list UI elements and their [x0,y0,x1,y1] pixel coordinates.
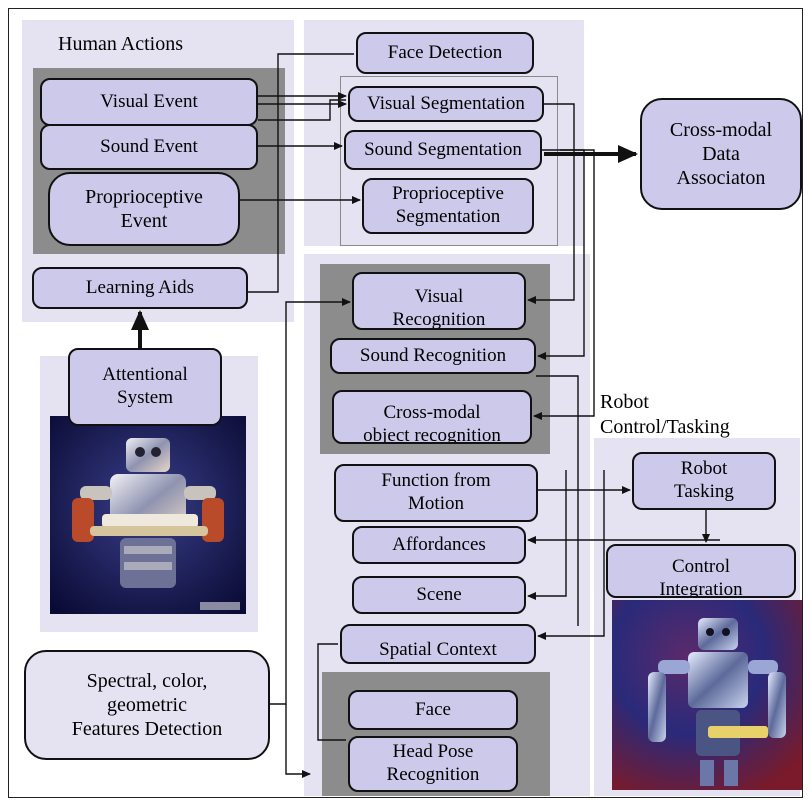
into-scene [527,470,567,600]
sound-event-box: Sound Event [40,124,258,170]
robot-photo-left [50,416,246,614]
into-spatial-context [537,470,605,640]
visual-event-box: Visual Event [40,78,258,126]
sound-recog-right [536,375,579,626]
affordances-box: Affordances [352,526,526,564]
learning-aids-box: Learning Aids [32,267,248,309]
proprioceptive-event-box: Proprioceptive Event [48,172,240,246]
face-box: Face [348,690,518,730]
segmentation-outline [340,76,558,246]
face-detection-box: Face Detection [356,32,534,74]
cross-modal-object-recognition-box: Cross-modal object recognition [332,390,532,444]
robot-control-label: Robot Control/Tasking [600,391,730,438]
features-to-visual-recog [270,298,351,705]
spatial-context-box: Spatial Context [340,624,536,664]
spatial-to-head-pose [317,643,346,741]
head-pose-recognition-box: Head Pose Recognition [348,736,518,792]
visual-recognition-box: Visual Recognition [352,272,526,330]
sound-segmentation-box: Sound Segmentation [344,130,542,170]
robot-tasking-box: Robot Tasking [632,452,776,510]
cross-modal-association-box: Cross-modal Data Associaton [640,98,802,210]
proprioceptive-segmentation-box: Proprioceptive Segmentation [362,178,534,234]
visual-event-to-visual-seg-b [258,99,346,121]
features-to-head-pose [285,704,311,778]
sound-seg-bus-2 [533,149,595,420]
human-actions-title: Human Actions [58,33,183,55]
sound-seg-bus [537,149,585,360]
learning-aids-to-face-detection [248,53,354,293]
features-detection-box: Spectral, color, geometric Features Dete… [24,650,270,760]
function-from-motion-box: Function from Motion [334,464,538,522]
visual-seg-bus [527,103,575,304]
scene-box: Scene [352,576,526,614]
control-integration-box: Control Integration [606,544,796,598]
sound-recognition-box: Sound Recognition [330,338,536,374]
robot-photo-right [612,600,802,790]
visual-segmentation-box: Visual Segmentation [348,86,544,122]
attentional-system-box: Attentional System [68,348,222,426]
